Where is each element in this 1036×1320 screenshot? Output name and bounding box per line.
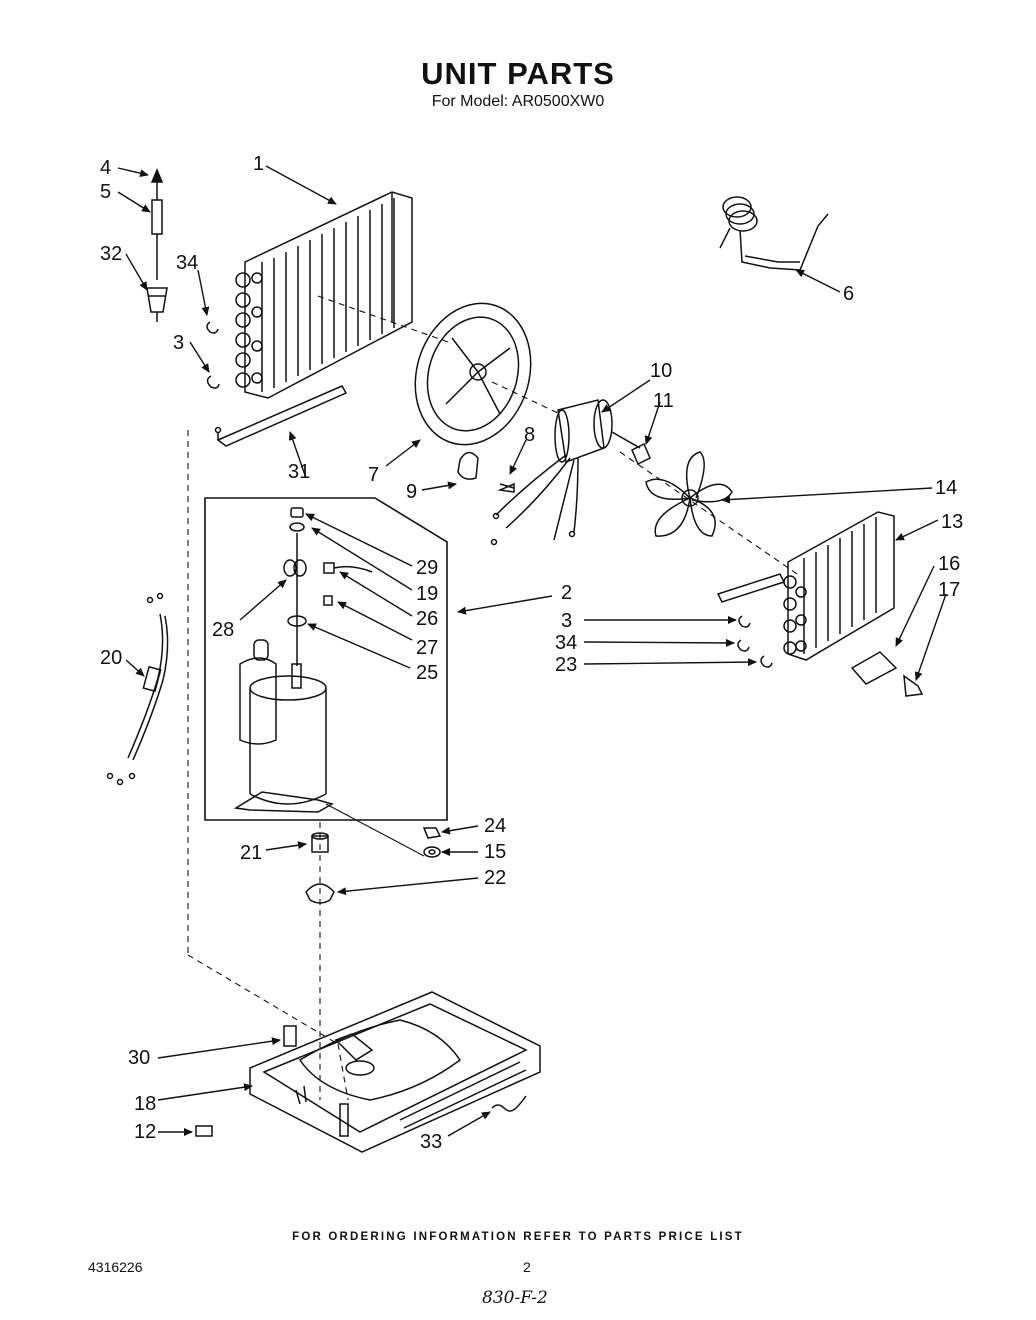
document-number: 4316226 [88,1259,143,1275]
callout-27: 27 [416,637,438,659]
compressor-part [233,639,334,813]
clip-33 [491,1095,527,1112]
model-subtitle: For Model: AR0500XW0 [431,93,605,110]
callout-32: 32 [100,243,122,265]
page-number: 2 [523,1259,531,1275]
clip-17 [903,674,924,697]
callout-3-right: 3 [561,610,572,632]
terminal-hardware-parts [283,507,373,666]
leader-lines [117,165,947,1137]
callout-22: 22 [484,867,506,889]
callout-21: 21 [240,842,262,864]
callout-13: 13 [941,511,963,533]
fan-motor-part [490,399,641,546]
clip-3-right [738,615,751,628]
page-title: UNIT PARTS [421,56,615,91]
callout-16: 16 [938,553,960,575]
base-pan-part [249,991,541,1153]
callout-12: 12 [134,1121,156,1143]
tube-31 [216,385,348,447]
callout-18: 18 [134,1093,156,1115]
condenser-coil-part [235,191,413,399]
callout-19: 19 [416,583,438,605]
clip-34 [206,321,219,334]
callout-29: 29 [416,557,438,579]
callout-24: 24 [484,815,506,837]
clip-34-right [737,639,750,652]
callout-20: 20 [100,647,122,669]
callout-33: 33 [420,1131,442,1153]
clip-23-right [760,655,773,668]
callout-9: 9 [406,481,417,503]
grommet-22 [305,883,335,904]
callout-28: 28 [212,619,234,641]
callout-31: 31 [288,461,310,483]
spacer-21 [311,835,329,853]
callout-14: 14 [935,477,957,499]
callout-30: 30 [128,1047,150,1069]
washer-15 [423,846,441,858]
callout-34: 34 [176,252,198,274]
clamp-9 [457,451,479,480]
capillary-tip-part [146,168,168,322]
compressor-group-box [204,497,448,821]
callout-1: 1 [253,153,264,175]
screw-8 [497,482,515,493]
callout-3: 3 [173,332,184,354]
callout-8: 8 [524,424,535,446]
callout-7: 7 [368,464,379,486]
callout-2: 2 [561,582,572,604]
fan-blade-part [645,451,733,537]
callout-25: 25 [416,662,438,684]
callout-17: 17 [938,579,960,601]
ordering-info-note: FOR ORDERING INFORMATION REFER TO PARTS … [292,1231,744,1243]
wiring-harness-part [106,592,169,786]
blower-shroud-part [414,302,532,446]
callout-34-right: 34 [555,632,577,654]
callout-10: 10 [650,360,672,382]
handwritten-note: 830-F-2 [482,1288,548,1308]
callout-labels: 1 2 3 3 4 5 6 7 8 9 10 11 12 13 14 15 16… [100,153,963,1153]
callout-4: 4 [100,157,111,179]
callout-23: 23 [555,654,577,676]
clip-3 [206,375,220,389]
callout-11: 11 [653,390,674,412]
nut-24 [422,827,442,839]
callout-5: 5 [100,181,111,203]
evaporator-coil-part [716,511,895,661]
screw-12 [195,1125,213,1137]
callout-15: 15 [484,841,506,863]
callout-26: 26 [416,608,438,630]
coupling-11 [631,442,651,466]
cover-16 [850,651,898,685]
callout-6: 6 [843,283,854,305]
capillary-bracket-part [719,196,829,271]
